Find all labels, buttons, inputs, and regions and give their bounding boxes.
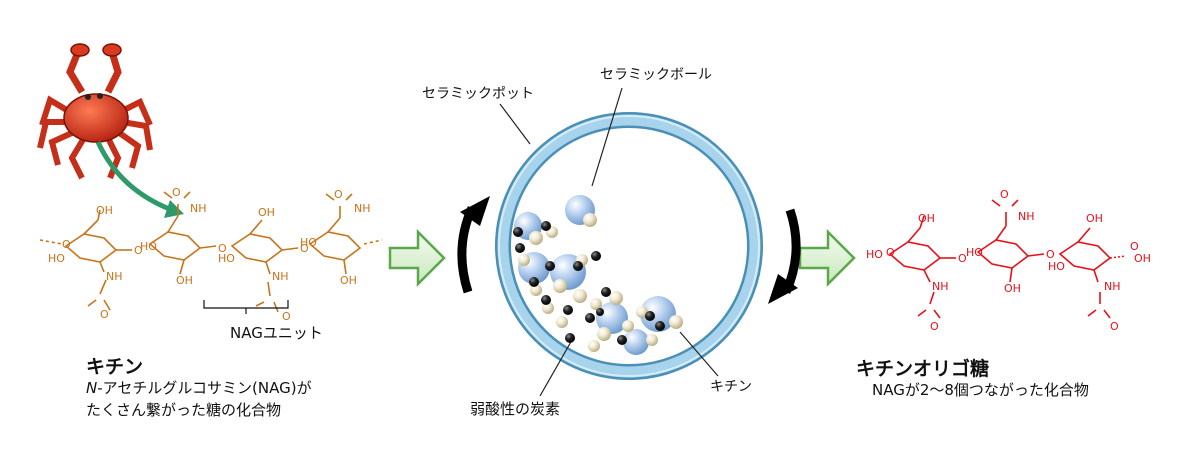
chitin-oligosaccharide-structure (888, 199, 1127, 319)
leader-lines (499, 87, 719, 397)
chitin-o-link-2: O (218, 242, 227, 255)
oligo-ho-3: HO (1048, 260, 1065, 273)
chitin-nh-2: NH (190, 202, 207, 215)
chitin-desc-line2: たくさん繋がった糖の化合物 (86, 401, 282, 419)
chitin-atom-labels: OH HO O NH O HO NH O OH O OH HO NH O O H… (48, 186, 371, 323)
chitin-o-link-3: O (300, 242, 309, 255)
weak-acid-carbon-particles (513, 221, 665, 345)
chitin-o-link-1: O (134, 244, 143, 257)
ceramic-pot (495, 112, 763, 380)
chitin-o-1: O (62, 238, 71, 251)
chitin-particles (518, 213, 683, 352)
ceramic-pot-label: セラミックポット (422, 86, 534, 102)
oligo-o-link-2: O (1046, 248, 1055, 261)
chitin-o-5: O (100, 308, 109, 321)
oligo-ho-2: HO (966, 246, 983, 259)
chitin-in-pot-label: キチン (710, 379, 752, 395)
oligo-o-link-1: O (958, 252, 967, 265)
chitin-oh-3: OH (258, 206, 275, 219)
weak-acid-carbon-label: 弱酸性の炭素 (470, 400, 561, 418)
oligo-oh-3: OH (1086, 212, 1103, 225)
oligo-oh-4: OH (1134, 252, 1151, 265)
crab-to-chitin-arrow (95, 140, 184, 218)
chitin-title: キチン (86, 356, 144, 378)
green-process-arrow-icon (798, 228, 856, 288)
chitin-nh-3: NH (272, 270, 289, 283)
chitin-oh-2: OH (176, 274, 193, 287)
chitin-nh-4: NH (354, 202, 371, 215)
chitin-desc-line1-rest: -アセチルグルコサミン(NAG)が (97, 379, 312, 397)
oligo-nh-3: NH (1104, 280, 1121, 293)
chitin-oh-1: OH (96, 204, 113, 217)
green-process-arrow-icon (388, 228, 446, 288)
chitin-ho-3: HO (218, 252, 235, 265)
oligo-o-2: O (1000, 188, 1009, 201)
chitin-o-2: O (172, 186, 181, 199)
oligo-o-3: O (1130, 240, 1139, 253)
oligo-ho-1: HO (866, 248, 883, 261)
chitin-o-3: O (282, 310, 291, 323)
oligo-title: キチンオリゴ糖 (856, 358, 990, 380)
oligo-atom-labels: OH HO O NH O HO NH O OH O OH HO NH OH O … (866, 188, 1151, 333)
oligo-oh-1: OH (918, 212, 935, 225)
oligo-nh-1: NH (932, 280, 949, 293)
oligo-oh-2: OH (1004, 282, 1021, 295)
ceramic-balls (514, 195, 676, 355)
oligo-nh-2: NH (1018, 210, 1035, 223)
chitin-desc-line1: N-アセチルグルコサミン(NAG)が (86, 377, 312, 398)
oligo-o-5: O (1110, 320, 1119, 333)
rotation-arrow-icon (768, 208, 801, 304)
chitin-desc-italic-n: N (86, 379, 98, 397)
chitin-o-4: O (334, 188, 343, 201)
chitin-oh-4: OH (340, 274, 357, 287)
chitin-ho-2: HO (140, 240, 157, 253)
chitin-ho-4: HO (300, 236, 317, 249)
rotation-arrow-icon (457, 196, 490, 294)
oligo-o-4: O (930, 320, 939, 333)
chitin-nh-1: NH (106, 270, 123, 283)
crab-icon (37, 43, 153, 180)
nag-unit-label: NAGユニット (230, 324, 323, 342)
chitin-structure (39, 191, 383, 314)
ceramic-ball-label: セラミックボール (600, 67, 712, 83)
chitin-ho-1: HO (48, 252, 65, 265)
oligo-o-1: O (886, 246, 895, 259)
oligo-desc: NAGが2～8個つながった化合物 (872, 381, 1089, 399)
